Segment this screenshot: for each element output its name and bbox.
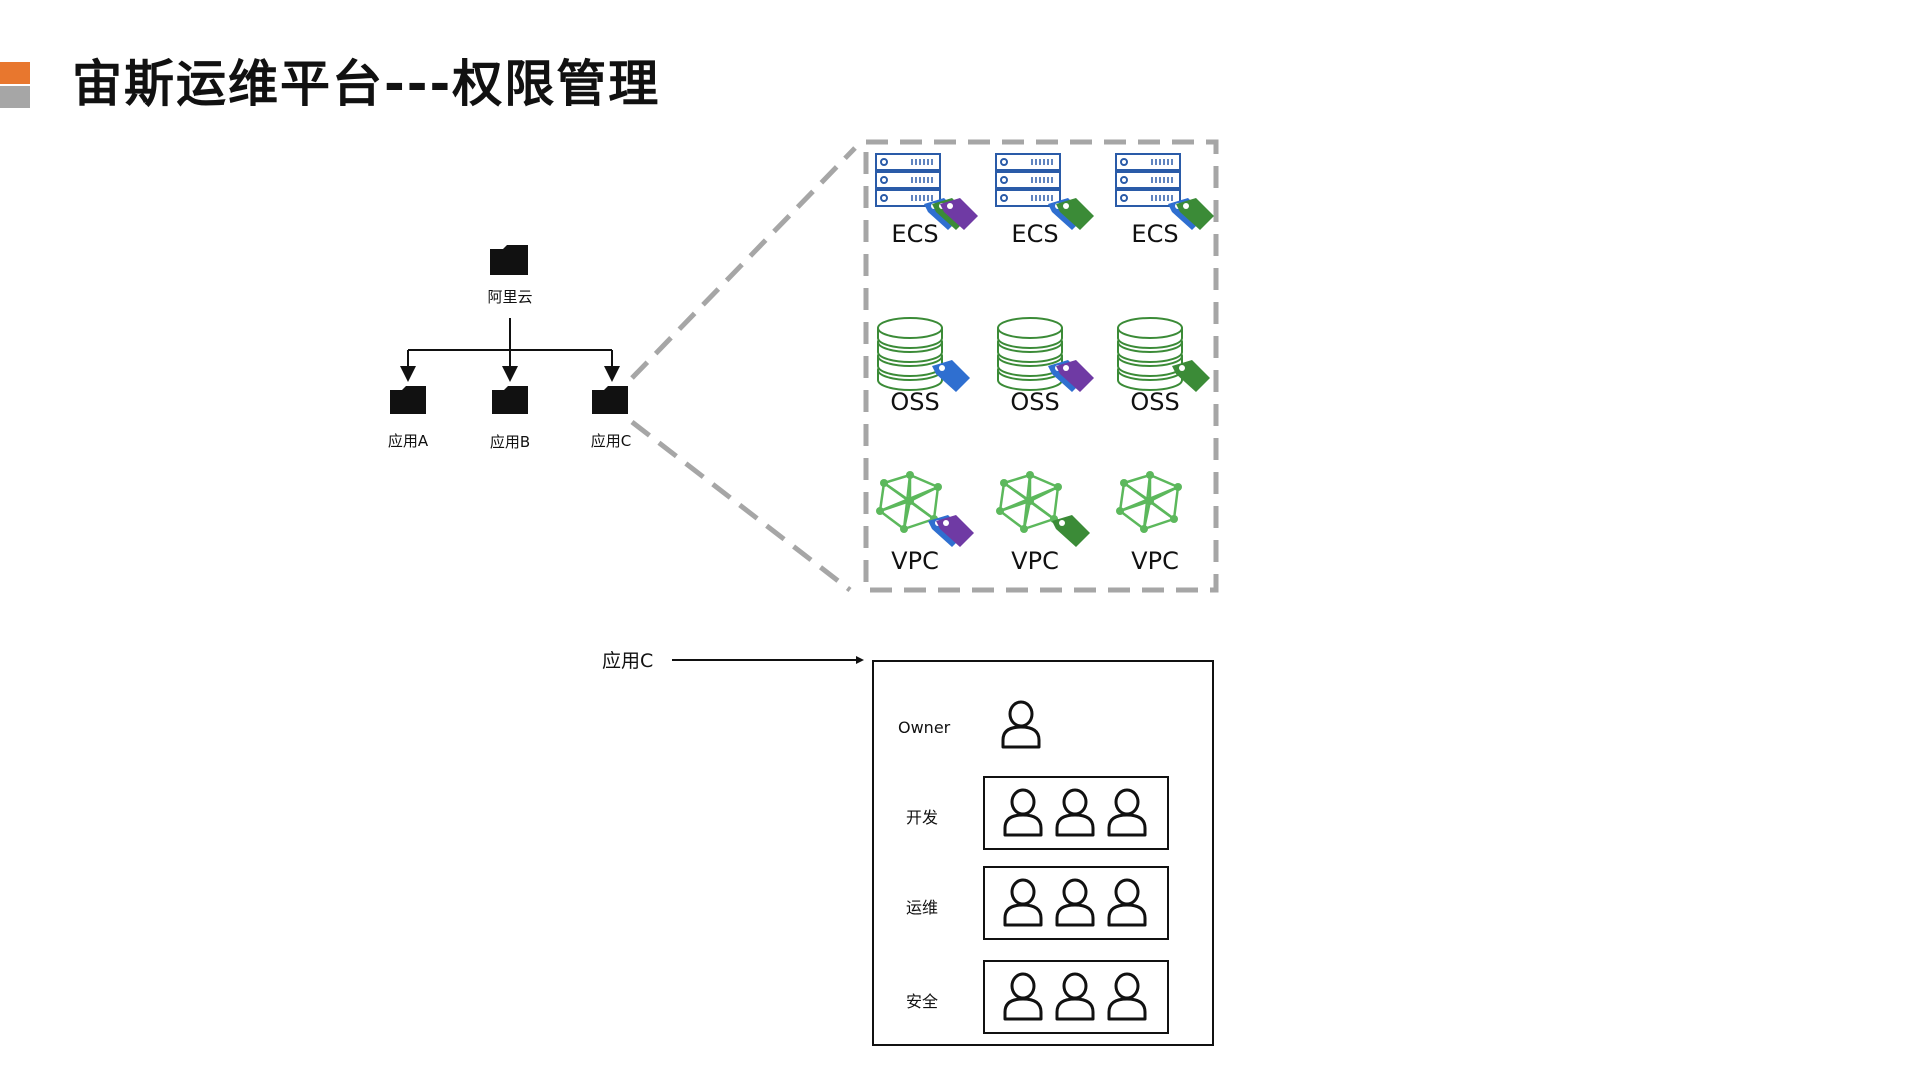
permission-panel	[872, 660, 1214, 1046]
tree-child-label: 应用A	[387, 432, 429, 450]
tree-child-label: 应用C	[590, 432, 632, 450]
resource-oss: OSS	[1110, 310, 1222, 440]
user-icon	[1001, 700, 1041, 749]
tree-child-label: 应用B	[489, 433, 531, 451]
resource-oss: OSS	[870, 310, 982, 440]
role-label: 开发	[906, 808, 939, 827]
resource-oss: OSS	[990, 310, 1102, 440]
app-arrow	[672, 656, 864, 664]
role-label: 运维	[906, 898, 939, 917]
user-icon	[1003, 972, 1043, 1021]
resource-label: VPC	[891, 547, 939, 575]
user-icon	[1107, 972, 1147, 1021]
resource-label: OSS	[890, 388, 940, 416]
resource-vpc: VPC	[870, 465, 982, 595]
resource-vpc: VPC	[1110, 465, 1222, 595]
title-accent-gray	[0, 86, 30, 108]
role-user-group	[983, 776, 1169, 850]
resource-vpc: VPC	[990, 465, 1102, 595]
user-icon	[1055, 788, 1095, 837]
folder-icon	[592, 386, 628, 414]
folder-icon	[390, 386, 426, 414]
role-user-group	[983, 960, 1169, 1034]
network-icon	[876, 471, 974, 547]
server-icon	[995, 153, 1094, 230]
title-accent-orange	[0, 62, 30, 84]
role-label: 安全	[906, 992, 939, 1011]
resource-label: VPC	[1131, 547, 1179, 575]
user-icon	[1003, 878, 1043, 927]
resource-ecs: ECS	[1110, 148, 1222, 278]
resource-label: ECS	[1011, 220, 1059, 248]
server-icon	[1115, 153, 1214, 230]
resource-ecs: ECS	[990, 148, 1102, 278]
resource-label: VPC	[1011, 547, 1059, 575]
tree-connectors	[400, 318, 620, 382]
folder-icon	[490, 245, 528, 275]
storage-icon	[877, 317, 970, 392]
resource-label: ECS	[891, 220, 939, 248]
user-icon	[1055, 878, 1095, 927]
tree-root-label: 阿里云	[487, 288, 533, 306]
resource-label: OSS	[1130, 388, 1180, 416]
user-icon	[1055, 972, 1095, 1021]
storage-icon	[1117, 317, 1210, 392]
resource-label: ECS	[1131, 220, 1179, 248]
folder-icon	[492, 386, 528, 414]
user-icon	[1107, 878, 1147, 927]
user-icon	[1107, 788, 1147, 837]
storage-icon	[997, 317, 1094, 392]
resource-ecs: ECS	[870, 148, 982, 278]
page-title: 宙斯运维平台---权限管理	[72, 55, 661, 113]
user-icon	[1003, 788, 1043, 837]
network-icon	[996, 471, 1090, 547]
resource-label: OSS	[1010, 388, 1060, 416]
role-user-group	[983, 866, 1169, 940]
owner-label: Owner	[898, 718, 951, 737]
server-icon	[875, 153, 978, 230]
network-icon	[1116, 471, 1182, 533]
app-c-label: 应用C	[602, 650, 654, 672]
